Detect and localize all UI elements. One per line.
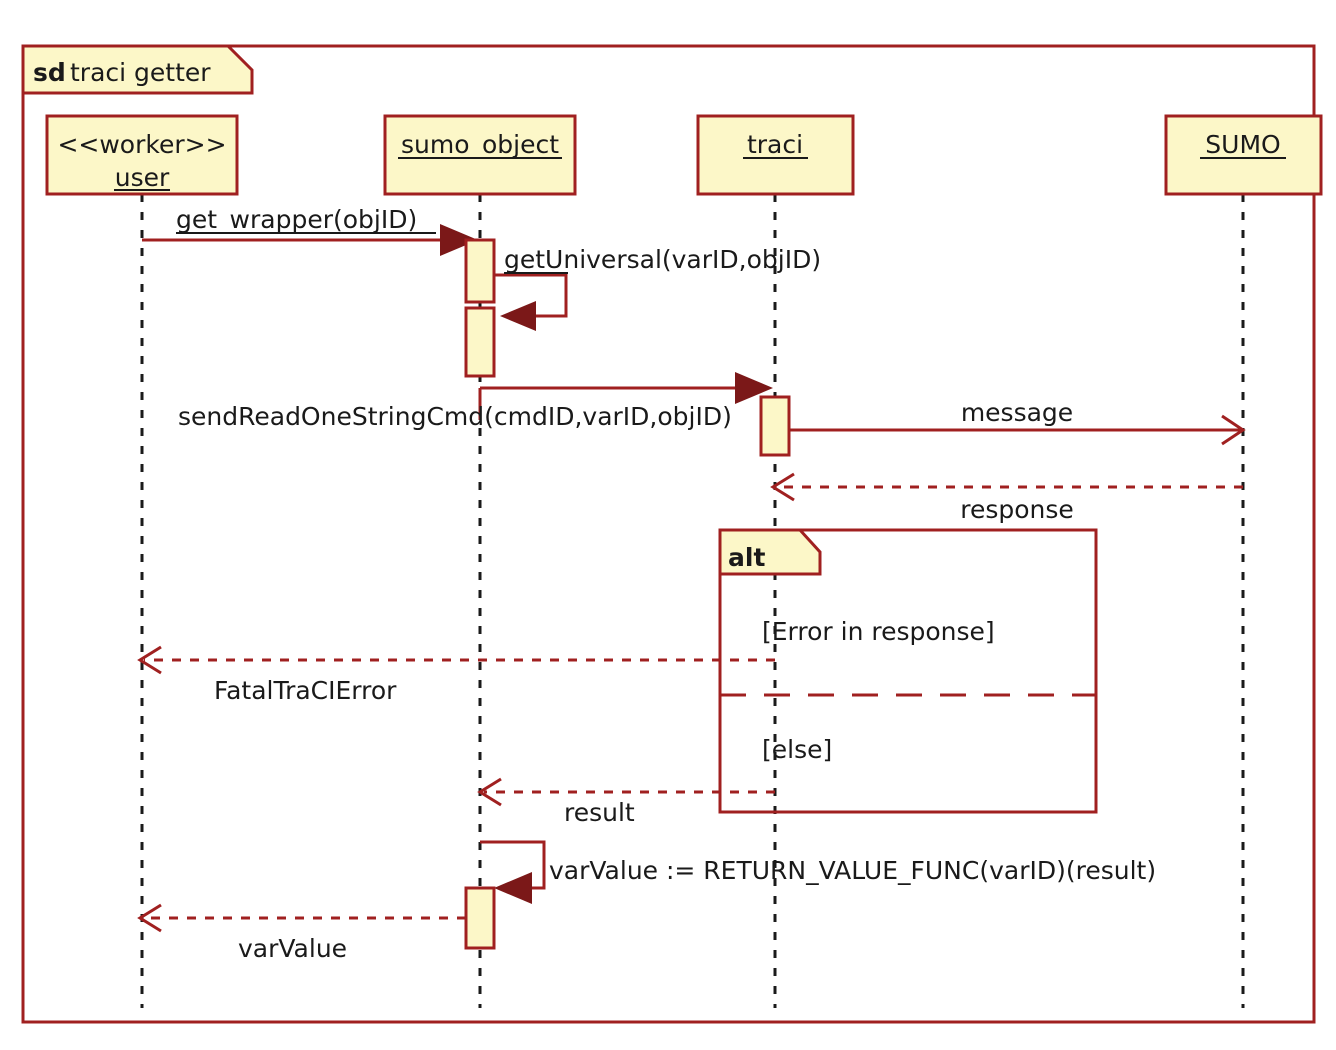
participant-box-sumo[interactable] <box>1164 114 1323 196</box>
alt-fragment-tab <box>718 528 822 576</box>
message-arrowhead-send-read-one-string-cmd <box>735 372 773 404</box>
activation-sumo-object-2 <box>464 306 496 378</box>
message-arrowhead-get-universal <box>500 301 536 331</box>
message-arrowhead-var-value <box>137 903 162 933</box>
alt-guard-label-1: [Error in response] <box>762 617 995 646</box>
message-label-get-wrapper: get_wrapper(objID) <box>176 205 417 234</box>
participant-box-user[interactable] <box>45 114 239 196</box>
message-label-send-read-one-string-cmd: sendReadOneStringCmd(cmdID,varID,objID) <box>178 402 732 431</box>
participant-name-sumo-object: sumo_object <box>401 130 559 159</box>
activation-traci-1 <box>759 395 791 457</box>
message-line-get-universal[interactable] <box>494 273 568 318</box>
message-label-result: result <box>564 798 635 827</box>
activation-sumo-object-1 <box>464 238 496 304</box>
participant-name-user: user <box>115 163 170 192</box>
sd-frame-outline <box>21 44 1316 1024</box>
message-label-return-value-func: varValue := RETURN_VALUE_FUNC(varID)(res… <box>549 856 1156 885</box>
alt-fragment-box <box>718 528 1098 814</box>
participant-stereotype-user: <<worker>> <box>57 130 226 159</box>
message-arrowhead-fatal-traci-error <box>137 645 162 675</box>
message-arrowhead-response <box>770 472 795 502</box>
sd-frame-kind-label: sd <box>33 58 66 87</box>
message-line-send-read-one-string-cmd[interactable] <box>478 386 748 420</box>
participant-name-sumo: SUMO <box>1205 130 1280 159</box>
participant-name-traci: traci <box>747 130 803 159</box>
participant-box-sumo-object[interactable] <box>383 114 577 196</box>
message-label-response: response <box>960 495 1074 524</box>
sd-frame-tab <box>21 44 254 95</box>
message-line-return-value-func[interactable] <box>480 840 546 890</box>
alt-fragment-kind-label: alt <box>728 543 765 572</box>
participant-box-traci[interactable] <box>696 114 855 196</box>
message-label-var-value: varValue <box>238 934 347 963</box>
message-arrowhead-result <box>477 777 502 807</box>
sd-frame-name-label: traci getter <box>70 58 211 87</box>
alt-guard-label-2: [else] <box>762 735 832 764</box>
message-arrowhead-get-wrapper <box>440 224 478 256</box>
message-arrowhead-return-value-func <box>494 872 532 904</box>
message-label-get-universal: getUniversal(varID,objID) <box>504 245 821 274</box>
message-label-message: message <box>961 398 1073 427</box>
message-arrowhead-message <box>1221 414 1246 446</box>
message-label-fatal-traci-error: FatalTraCIError <box>214 676 397 705</box>
activation-sumo-object-3 <box>464 886 496 950</box>
